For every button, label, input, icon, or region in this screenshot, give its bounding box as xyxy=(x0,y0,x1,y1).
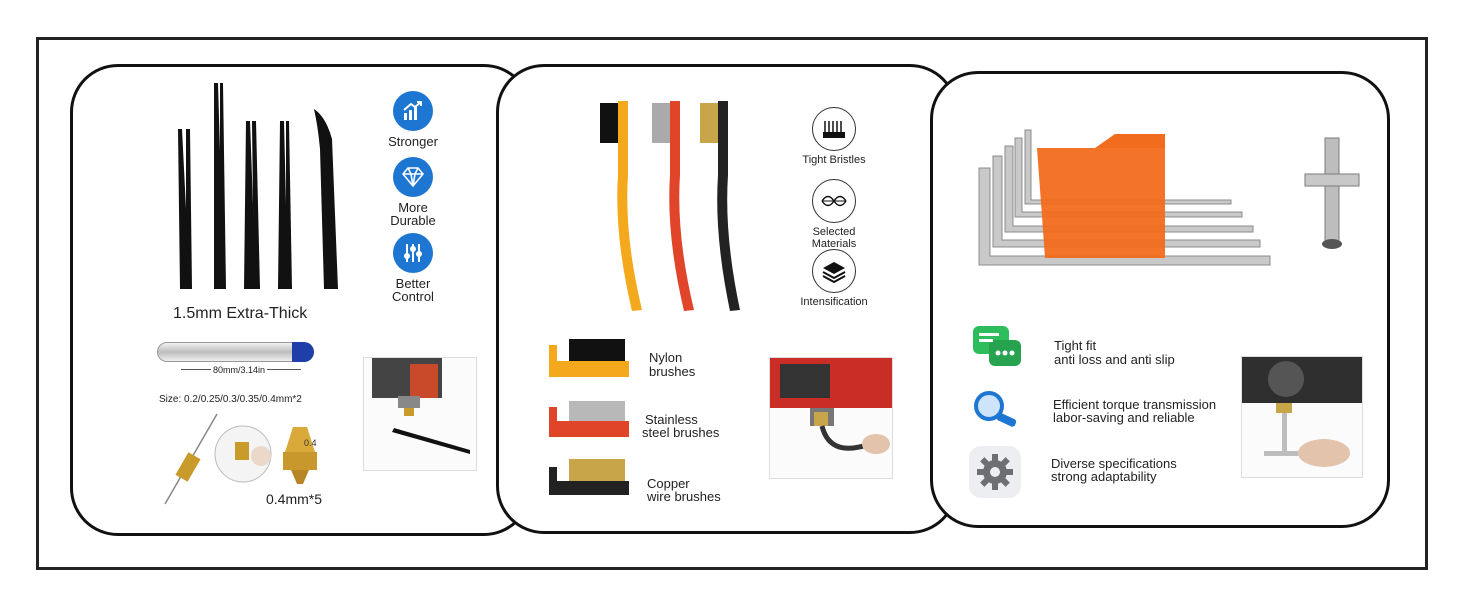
feature-text-line2: anti loss and anti slip xyxy=(1054,352,1175,367)
brushes-panel: Tight Bristles Selected Materials Intens… xyxy=(496,64,958,534)
tweezers-panel: 1.5mm Extra-Thick Stronger More Durable … xyxy=(70,64,532,536)
socket-wrench-image xyxy=(1304,137,1360,249)
feature-text-line2: strong adaptability xyxy=(1051,469,1157,484)
sliders-icon xyxy=(393,233,433,273)
tube-cap xyxy=(292,342,314,362)
brush-label-line2: brushes xyxy=(649,364,696,379)
feature-text-line1: Diverse specifications xyxy=(1051,456,1177,471)
brush-label-line2: wire brushes xyxy=(647,489,721,504)
feature-text-line1: Tight fit xyxy=(1054,338,1097,353)
brush-usage-photo xyxy=(769,357,893,479)
feature-control: Better Control xyxy=(378,233,448,303)
tweezers-usage-photo xyxy=(363,357,477,471)
feature-label: Durable xyxy=(390,213,436,228)
tweezers-caption: 1.5mm Extra-Thick xyxy=(173,305,308,322)
brush-label-line1: Nylon xyxy=(649,350,683,365)
nylon-brush-image xyxy=(549,339,629,377)
feature-label: Materials xyxy=(811,238,857,250)
feature-label: Intensification xyxy=(800,296,868,308)
trend-up-icon xyxy=(393,91,433,131)
diamond-icon xyxy=(393,157,433,197)
hex-keys-panel: Tight fit anti loss and anti slip Effici… xyxy=(930,71,1390,528)
wrench-usage-photo xyxy=(1241,356,1363,478)
feature-label: Control xyxy=(392,289,434,304)
outer-frame xyxy=(36,37,1428,570)
nozzle-caption: 0.4mm*5 xyxy=(266,491,323,507)
bristles-icon xyxy=(812,107,856,151)
feature-label: Selected xyxy=(812,226,856,238)
brush-label-line1: Stainless xyxy=(645,412,698,427)
feature-label: Stronger xyxy=(388,134,438,149)
nozzle-badge: 0.4 xyxy=(304,438,317,448)
steel-brush-image xyxy=(549,401,629,437)
feature-text-line2: labor-saving and reliable xyxy=(1053,410,1195,425)
tube-length-label: 80mm/3.14in xyxy=(211,363,268,377)
feature-selected-materials: Selected Materials xyxy=(789,179,879,250)
hex-key-set-image xyxy=(978,129,1271,266)
chat-bubble-icon xyxy=(971,324,1023,372)
feature-intensification: Intensification xyxy=(789,249,879,308)
nozzle-needle-image xyxy=(164,413,317,505)
brush-label-line2: steel brushes xyxy=(642,425,720,440)
fiber-icon xyxy=(812,179,856,223)
feature-durable: More Durable xyxy=(378,157,448,227)
magnifier-icon xyxy=(969,390,1023,430)
wire-brushes-image xyxy=(600,101,740,311)
needle-tube xyxy=(157,342,314,362)
feature-tight-bristles: Tight Bristles xyxy=(789,107,879,166)
gear-icon xyxy=(969,446,1021,498)
copper-brush-image xyxy=(549,459,629,495)
feature-text-line1: Efficient torque transmission xyxy=(1053,397,1217,412)
feature-label: More xyxy=(398,200,428,215)
brush-label-line1: Copper xyxy=(647,476,690,491)
tweezers-image xyxy=(178,83,338,289)
feature-stronger: Stronger xyxy=(378,91,448,148)
needle-sizes-text: Size: 0.2/0.25/0.3/0.35/0.4mm*2 xyxy=(159,394,302,405)
feature-label: Tight Bristles xyxy=(802,154,866,166)
layers-icon xyxy=(812,249,856,293)
feature-label: Better xyxy=(395,276,431,291)
